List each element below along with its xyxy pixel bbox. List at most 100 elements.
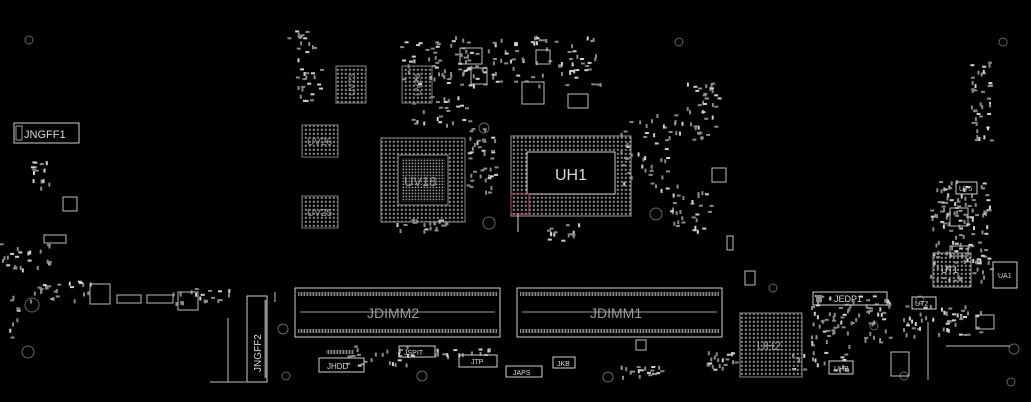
passive-pad bbox=[725, 358, 730, 361]
passive-pad bbox=[494, 139, 497, 144]
passive-pad bbox=[565, 224, 570, 227]
passive-pad bbox=[435, 45, 440, 48]
passive-pad bbox=[649, 169, 654, 172]
passive-pad bbox=[179, 292, 182, 297]
passive-pad bbox=[504, 52, 509, 55]
passive-pad bbox=[975, 121, 978, 126]
passive-pad bbox=[832, 319, 837, 322]
passive-pad bbox=[34, 169, 39, 172]
passive-pad bbox=[943, 188, 948, 191]
passive-pad bbox=[694, 126, 697, 131]
passive-pad bbox=[300, 68, 304, 71]
passive-pad bbox=[905, 324, 910, 327]
passive-pad bbox=[672, 193, 675, 198]
passive-pad bbox=[558, 64, 562, 67]
passive-pad bbox=[182, 301, 184, 306]
passive-pad bbox=[708, 362, 711, 367]
passive-pad bbox=[708, 362, 713, 365]
passive-pad bbox=[18, 251, 23, 254]
passive-pad bbox=[53, 290, 58, 293]
passive-pad bbox=[721, 366, 724, 371]
passive-pad bbox=[462, 71, 465, 76]
passive-pad bbox=[451, 121, 454, 126]
passive-pad bbox=[480, 169, 485, 172]
passive-pad bbox=[446, 221, 449, 226]
jngff2-label: JNGFF2 bbox=[253, 334, 264, 372]
passive-pad bbox=[702, 227, 707, 230]
passive-pad bbox=[569, 233, 574, 236]
passive-pad bbox=[971, 199, 976, 202]
passive-pad bbox=[303, 37, 308, 40]
passive-pad bbox=[466, 41, 471, 44]
passive-pad bbox=[713, 368, 718, 371]
passive-pad bbox=[491, 151, 496, 154]
passive-pad bbox=[972, 272, 977, 275]
passive-pad bbox=[515, 50, 520, 53]
passive-pad bbox=[313, 46, 318, 49]
passive-pad bbox=[208, 289, 213, 292]
passive-pad bbox=[664, 159, 667, 164]
passive-pad bbox=[949, 199, 954, 202]
passive-pad bbox=[980, 185, 983, 190]
passive-pad bbox=[710, 87, 714, 90]
passive-pad bbox=[42, 284, 47, 287]
passive-pad bbox=[203, 299, 208, 302]
passive-pad bbox=[429, 221, 432, 226]
passive-pad bbox=[492, 58, 497, 60]
passive-pad bbox=[975, 260, 978, 265]
passive-pad bbox=[172, 292, 175, 297]
passive-pad bbox=[12, 295, 15, 300]
passive-pad bbox=[948, 320, 953, 323]
passive-pad bbox=[12, 322, 14, 327]
passive-pad bbox=[33, 291, 36, 296]
passive-pad bbox=[16, 309, 21, 312]
passive-pad bbox=[957, 198, 960, 203]
passive-pad bbox=[864, 338, 867, 343]
passive-pad bbox=[467, 67, 472, 70]
passive-pad bbox=[438, 106, 443, 109]
passive-pad bbox=[87, 291, 90, 296]
passive-pad bbox=[434, 55, 437, 60]
jdimm2-slot: JDIMM2 bbox=[294, 287, 501, 338]
passive-pad bbox=[665, 187, 670, 190]
passive-pad bbox=[319, 87, 323, 90]
passive-pad bbox=[828, 312, 831, 317]
passive-pad bbox=[690, 122, 692, 127]
passive-pad bbox=[987, 126, 989, 131]
passive-pad bbox=[939, 181, 944, 183]
passive-pad bbox=[492, 75, 495, 80]
passive-pad bbox=[194, 288, 199, 291]
passive-pad bbox=[438, 59, 443, 62]
passive-pad bbox=[979, 102, 982, 107]
passive-pad bbox=[964, 196, 967, 201]
passive-pad bbox=[587, 61, 592, 64]
passive-pad bbox=[713, 355, 716, 360]
passive-pad bbox=[651, 366, 656, 368]
passive-pad bbox=[692, 138, 697, 141]
passive-pad bbox=[312, 45, 314, 50]
passive-pad bbox=[955, 235, 958, 240]
passive-pad bbox=[658, 365, 661, 370]
passive-pad bbox=[702, 100, 705, 105]
passive-pad bbox=[812, 351, 815, 356]
passive-pad bbox=[429, 226, 432, 231]
passive-pad bbox=[826, 329, 831, 332]
passive-pad bbox=[718, 364, 721, 369]
ua1-chip: UA1 bbox=[992, 261, 1018, 289]
passive-pad bbox=[644, 168, 647, 173]
passive-pad bbox=[386, 349, 389, 354]
passive-pad bbox=[443, 101, 448, 103]
passive-pad bbox=[298, 35, 301, 40]
passive-pad bbox=[987, 113, 992, 115]
passive-pad bbox=[674, 121, 676, 126]
passive-pad bbox=[622, 375, 624, 380]
passive-pad bbox=[488, 174, 490, 179]
passive-pad bbox=[660, 370, 665, 373]
passive-pad bbox=[946, 328, 949, 332]
passive-pad bbox=[698, 87, 703, 90]
passive-pad bbox=[482, 71, 487, 74]
passive-pad bbox=[512, 66, 515, 71]
passive-pad bbox=[706, 133, 711, 136]
passive-pad bbox=[947, 222, 950, 227]
passive-pad bbox=[840, 320, 843, 325]
